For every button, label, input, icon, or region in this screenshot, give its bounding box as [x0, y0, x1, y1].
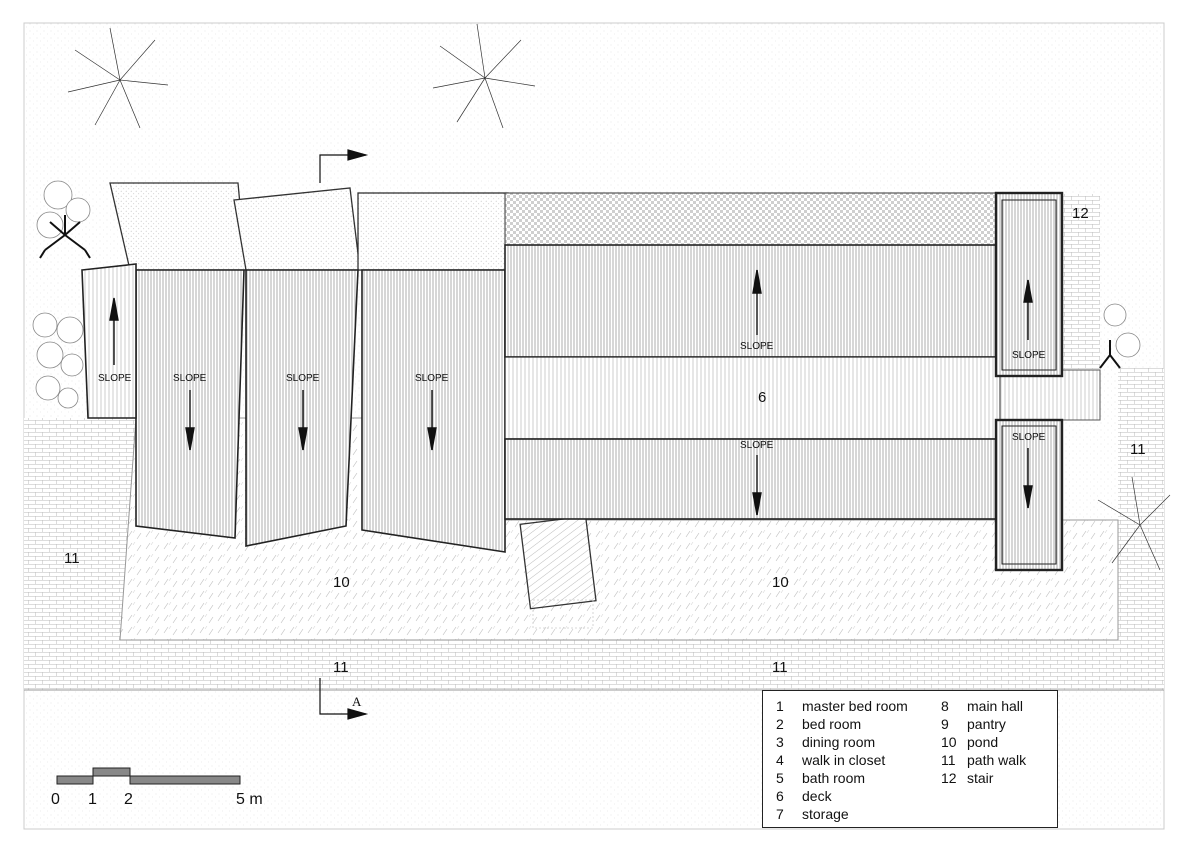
roof-wing-2 [245, 269, 359, 547]
pond-label-right: 10 [772, 574, 789, 591]
path-label-right: 11 [1130, 441, 1146, 458]
pond-label-left: 10 [333, 574, 350, 591]
palm-tree-icon [67, 23, 1171, 571]
scale-tick-0: 0 [51, 791, 60, 808]
storage-block [519, 515, 597, 610]
stair-label: 12 [1072, 205, 1089, 222]
path-walk-stair-side [1062, 194, 1100, 369]
main-roof-bottom [504, 438, 1001, 520]
path-label-bottom-left: 11 [333, 659, 349, 676]
roof-wing-left [81, 263, 137, 419]
slope-label-4: SLOPE [415, 373, 449, 384]
path-label-bottom-right: 11 [772, 659, 788, 676]
main-roof-top [504, 244, 1001, 358]
roof-overhang-2 [233, 187, 361, 271]
path-walk-right [1118, 368, 1164, 640]
scale-bar [56, 767, 241, 785]
slope-label-8: SLOPE [1012, 432, 1046, 443]
section-label: A [352, 694, 362, 709]
path-walk-left [24, 418, 136, 640]
slope-label-1: SLOPE [98, 373, 132, 384]
slope-label-7: SLOPE [1012, 350, 1046, 361]
scale-tick-1: 1 [88, 791, 97, 808]
scale-tick-2: 2 [124, 791, 133, 808]
roof-overhang-3 [357, 192, 509, 271]
slope-label-2: SLOPE [173, 373, 207, 384]
path-walk-bottom [24, 640, 1164, 690]
deck-extension [999, 369, 1101, 421]
deck-area [504, 356, 1001, 440]
slope-label-3: SLOPE [286, 373, 320, 384]
roof-wing-3 [361, 269, 506, 553]
scale-tick-5: 5 m [236, 791, 263, 808]
tree-branch-icon [39, 215, 1121, 369]
path-label-left: 11 [64, 550, 80, 567]
stair-band [504, 192, 1001, 246]
shrub-icon [32, 180, 1141, 409]
deck-label: 6 [758, 389, 766, 406]
slope-label-6: SLOPE [740, 440, 774, 451]
roof-overhang-1 [109, 182, 247, 271]
stair-roof-top [994, 191, 1064, 378]
slope-label-5: SLOPE [740, 341, 774, 352]
